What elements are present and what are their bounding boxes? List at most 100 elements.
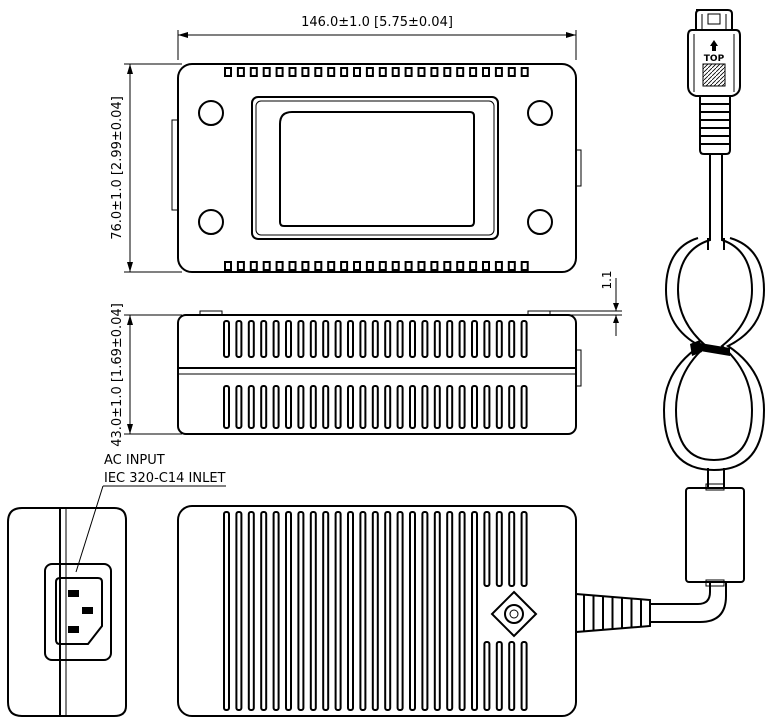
vent-slot — [297, 511, 305, 711]
ac-input-callout: AC INPUT IEC 320-C14 INLET — [75, 453, 226, 573]
vent-slot — [396, 385, 404, 429]
vent-slot — [224, 67, 232, 77]
vent-slot — [260, 511, 268, 711]
vent-slot — [309, 511, 317, 711]
adapter-body-top — [177, 63, 577, 273]
screw-hole — [198, 100, 224, 126]
vent-slot — [353, 67, 361, 77]
length-dimension-label: 146.0±1.0 [5.75±0.04] — [301, 15, 453, 30]
vent-slot — [495, 320, 503, 358]
label-recess — [251, 96, 499, 240]
vent-slot — [272, 385, 280, 429]
ferrite-core — [685, 483, 745, 587]
vent-slot — [378, 261, 387, 271]
vent-slot — [384, 385, 392, 429]
vent-slot — [272, 511, 280, 711]
vent-slot — [347, 320, 354, 358]
vent-slot — [421, 511, 429, 711]
vent-slot — [520, 261, 529, 271]
vent-slot — [508, 385, 516, 429]
vent-slot — [456, 67, 465, 77]
vent-slot — [285, 385, 292, 429]
vent-slot — [409, 511, 416, 711]
vent-slot — [334, 385, 342, 429]
vent-slot — [508, 641, 516, 711]
vent-slot — [421, 385, 429, 429]
width-dimension: 76.0±1.0 [2.99±0.04] — [110, 63, 182, 273]
vent-slot — [235, 320, 243, 358]
iec-c14-inlet — [44, 563, 112, 661]
foot-gap-label: 1.1 — [600, 270, 614, 289]
vent-slot — [309, 385, 317, 429]
vent-slot — [334, 511, 342, 711]
vent-slot — [235, 511, 243, 711]
vent-slot — [249, 261, 258, 271]
vent-slot — [458, 385, 466, 429]
ac-input-label: AC INPUT — [104, 453, 165, 468]
side-upper-vents — [223, 320, 528, 358]
dc-connector: TOP — [687, 9, 741, 155]
vent-slot — [297, 385, 305, 429]
vent-slot — [520, 67, 529, 77]
vent-slot — [433, 385, 441, 429]
vent-slot — [327, 261, 336, 271]
inlet-type-label: IEC 320-C14 INLET — [104, 471, 226, 486]
cable-exit-boss — [490, 590, 538, 638]
vent-slot — [433, 511, 441, 711]
vent-slot — [495, 511, 503, 587]
bottom-view — [177, 505, 651, 717]
vent-slot — [378, 67, 387, 77]
screw-hole — [527, 209, 553, 235]
vent-slot — [446, 320, 454, 358]
vent-slot — [494, 67, 503, 77]
vent-slot — [272, 320, 280, 358]
cable-tie — [694, 342, 730, 356]
vent-slot — [469, 261, 478, 271]
vent-slot — [322, 320, 330, 358]
vent-slot — [507, 261, 516, 271]
vent-slot — [327, 67, 336, 77]
vent-slot — [247, 320, 255, 358]
vent-slot — [314, 67, 323, 77]
vent-slot — [340, 261, 349, 271]
vent-slot — [297, 320, 305, 358]
connector-top-label: TOP — [704, 54, 725, 64]
vent-slot — [322, 385, 330, 429]
vent-slot — [347, 511, 354, 711]
end-view — [7, 507, 127, 717]
vent-slot — [456, 261, 465, 271]
vent-slot — [471, 511, 478, 711]
vent-slot — [469, 67, 478, 77]
vent-slot — [409, 385, 416, 429]
vent-slot — [384, 511, 392, 711]
inlet-pin — [68, 590, 79, 597]
vent-slot — [322, 511, 330, 711]
vent-slot — [483, 385, 491, 429]
vent-slot — [443, 67, 452, 77]
vent-slot — [471, 385, 478, 429]
vent-slot — [334, 320, 342, 358]
grip-hatch — [702, 63, 726, 87]
vent-slot — [288, 67, 297, 77]
screw-hole — [527, 100, 553, 126]
vent-slot — [347, 385, 354, 429]
vent-slot — [288, 261, 297, 271]
vent-slot — [384, 320, 392, 358]
strain-relief — [575, 592, 651, 634]
vent-slot — [249, 67, 258, 77]
vent-slot — [262, 67, 271, 77]
vent-slot — [365, 67, 374, 77]
vent-slot — [223, 511, 230, 711]
foot-gap-dimension: 1.1 — [550, 270, 622, 336]
vent-slot — [353, 261, 361, 271]
vent-slot — [433, 320, 441, 358]
vent-slot — [223, 320, 230, 358]
vent-slot — [458, 320, 466, 358]
vent-slot — [520, 511, 528, 587]
vent-slot — [371, 385, 379, 429]
vent-slot — [471, 320, 478, 358]
vent-slot — [495, 641, 503, 711]
vent-slot — [262, 261, 271, 271]
vent-slot — [359, 385, 367, 429]
